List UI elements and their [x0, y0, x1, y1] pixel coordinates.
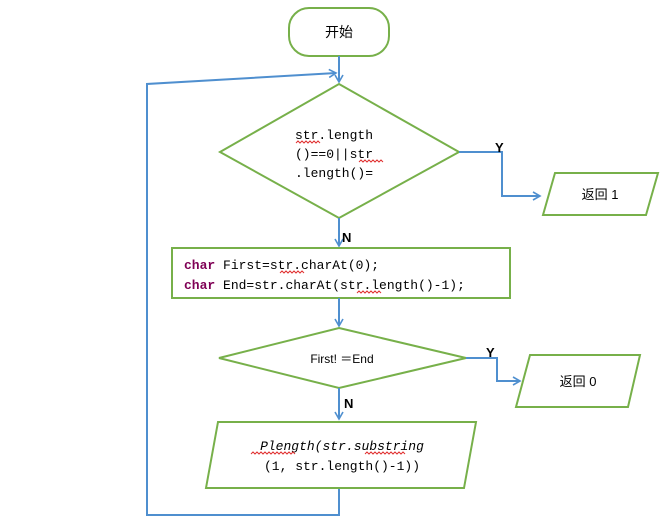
output2-label: 返回 0	[560, 374, 597, 389]
recursion-node: Plength(str.substring (1, str.length()-1…	[204, 421, 478, 489]
spellcheck-mark	[295, 140, 321, 144]
decision1-no-label: N	[342, 230, 351, 245]
decision1-yes-label: Y	[495, 140, 504, 155]
decision2-node: First! ＝End	[218, 326, 467, 390]
start-node: 开始	[288, 7, 390, 57]
decision2-label: First! ＝End	[310, 352, 373, 366]
decision1-line3: .length()=	[295, 166, 373, 181]
process-shape	[171, 247, 511, 299]
decision2-no-label: N	[344, 396, 353, 411]
decision1-node: str.length ()==0||str .length()=	[217, 82, 462, 220]
spellcheck-mark	[358, 159, 384, 163]
process-node: char First=str.charAt(0); char End=str.c…	[171, 247, 511, 299]
start-label: 开始	[325, 24, 353, 40]
process-line1: char First=str.charAt(0);	[184, 258, 379, 273]
arrow-decision1-yes	[459, 151, 542, 201]
spellcheck-mark	[356, 290, 382, 294]
decision1-line2: ()==0||str	[295, 147, 373, 162]
process-line2-code: End=str.charAt(str.length()-1);	[223, 278, 465, 293]
output2-node: 返回 0	[514, 354, 642, 408]
process-line2: char End=str.charAt(str.length()-1);	[184, 278, 465, 293]
output1-shape	[541, 172, 660, 216]
process-line1-keyword: char	[184, 258, 215, 273]
spellcheck-mark	[364, 451, 406, 455]
arrow-loop-back	[146, 68, 340, 516]
process-line1-code: First=str.charAt(0);	[223, 258, 379, 273]
output2-shape	[514, 354, 642, 408]
recursion-line1: Plength(str.substring	[260, 439, 424, 454]
decision1-line1: str.length	[295, 128, 373, 143]
arrow-decision2-yes	[466, 357, 522, 386]
spellcheck-mark	[250, 451, 296, 455]
output1-node: 返回 1	[541, 172, 660, 216]
output1-label: 返回 1	[582, 187, 619, 202]
recursion-line2: (1, str.length()-1))	[264, 459, 420, 474]
process-line2-keyword: char	[184, 278, 215, 293]
spellcheck-mark	[279, 270, 305, 274]
recursion-shape	[204, 421, 478, 489]
recursion-line1-text: Plength(str.substring	[260, 439, 424, 454]
decision2-yes-label: Y	[486, 345, 495, 360]
